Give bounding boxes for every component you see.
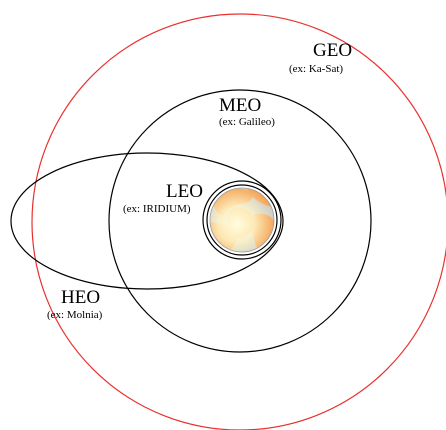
heo-orbit (10, 152, 284, 290)
geo-orbit (31, 13, 446, 430)
heo-example: (ex: Molnia) (47, 309, 103, 321)
geo-example: (ex: Ka-Sat) (289, 63, 343, 75)
earth-globe-icon (206, 184, 278, 256)
leo-example: (ex: IRIDIUM) (123, 203, 191, 215)
meo-orbit (108, 89, 372, 353)
leo-orbit (202, 180, 282, 260)
leo-label: LEO (166, 181, 203, 202)
geo-label: GEO (313, 40, 352, 61)
heo-label: HEO (61, 287, 100, 308)
meo-example: (ex: Galileo) (219, 116, 275, 128)
meo-label: MEO (219, 95, 261, 116)
